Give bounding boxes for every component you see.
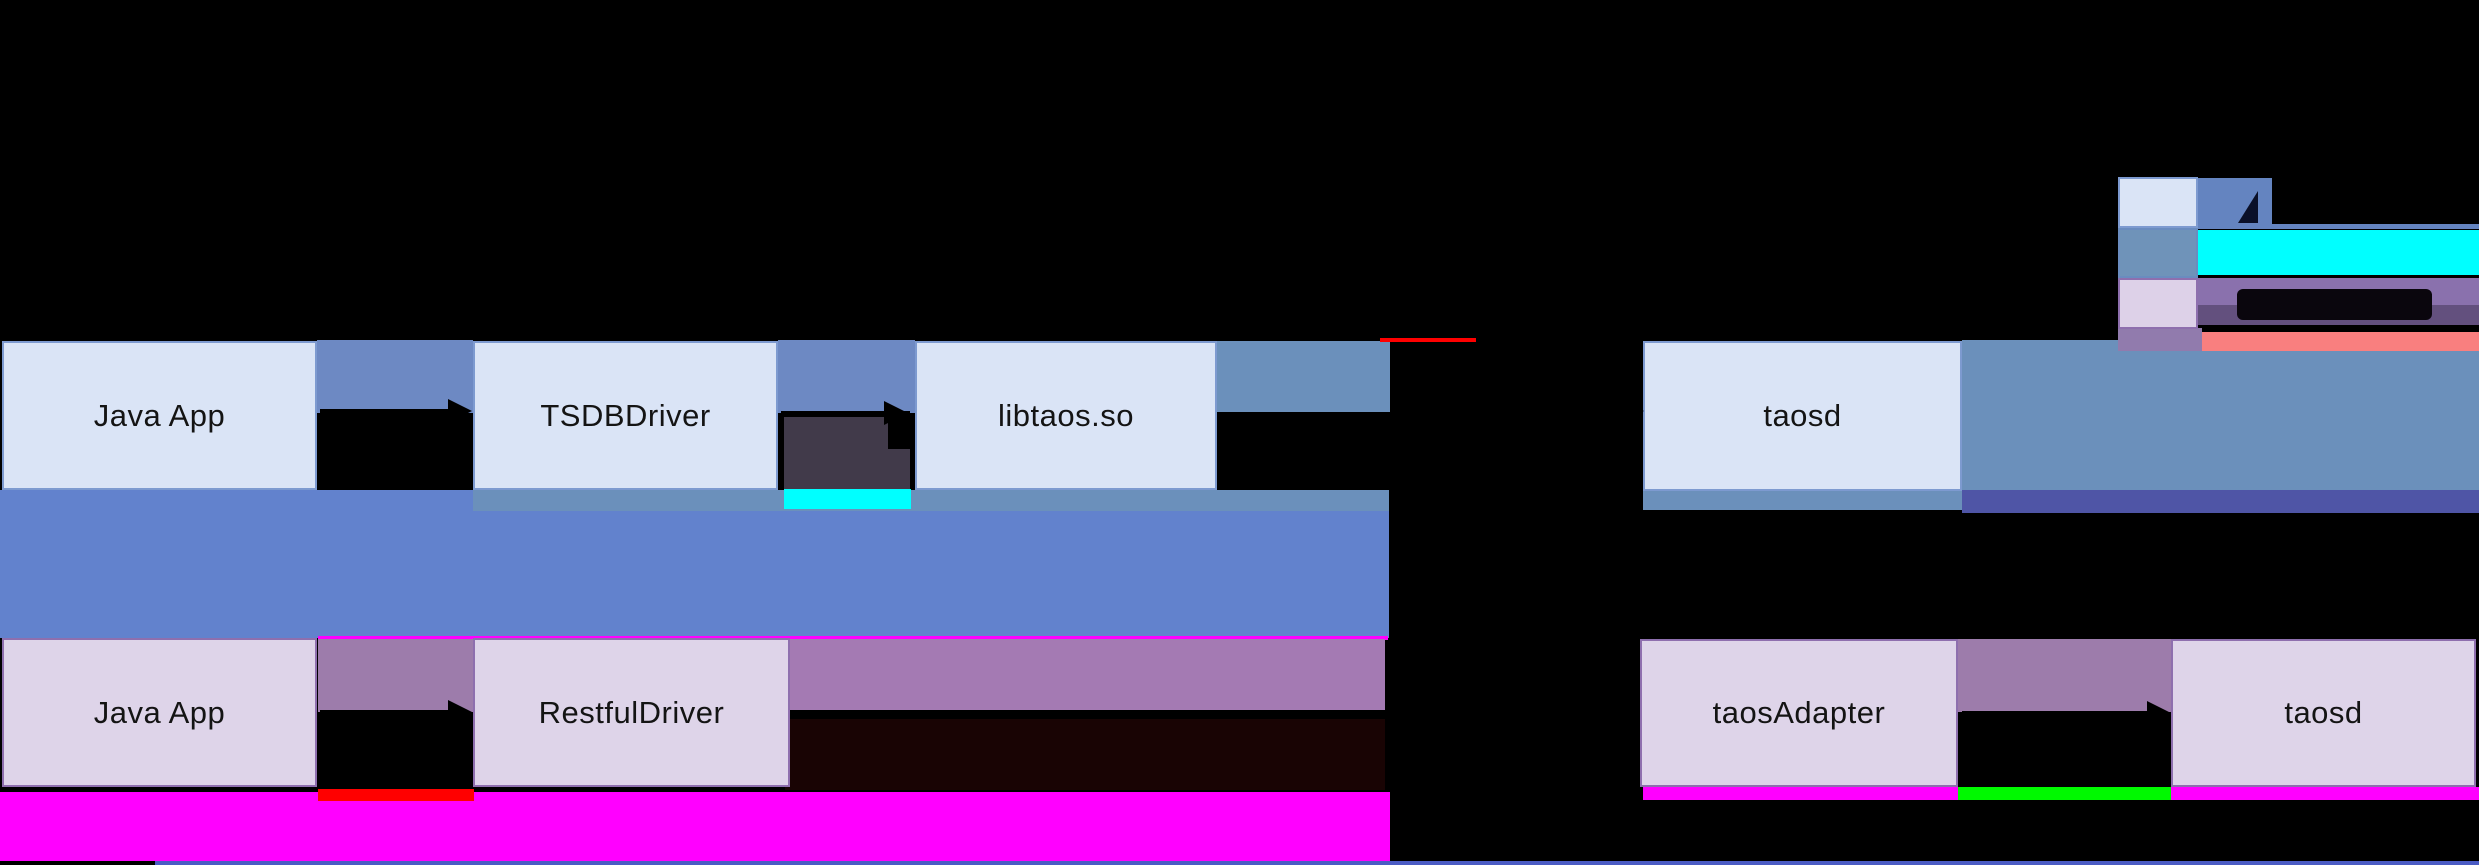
steel-blue-strip	[473, 490, 1389, 511]
magenta-strip-under-taosd-rest	[2171, 787, 2479, 800]
cyan-highlight-strip	[784, 489, 911, 509]
purple-wide-highlight-band	[790, 639, 1385, 710]
red-line-segment	[1380, 338, 1476, 342]
legend-cyan-highlight-band	[2198, 230, 2479, 275]
magenta-strip-under-taosadapter	[1643, 787, 1958, 800]
green-underline-strip	[1958, 787, 2171, 800]
arrow-shaft-app-to-restfuldriver	[320, 710, 452, 715]
blue-connector-band-app-driver	[317, 340, 473, 413]
steel-band-right-of-libtaos	[1217, 341, 1390, 412]
legend-salmon-highlight-band	[2202, 332, 2479, 351]
indigo-highlight-band	[1962, 490, 2479, 513]
arrow-head-icon	[448, 700, 472, 724]
arrow-head-icon	[1620, 399, 1644, 423]
node-java-app-rest: Java App	[2, 638, 317, 787]
royal-blue-highlight-band	[0, 490, 1389, 638]
black-text-blob	[888, 411, 910, 449]
legend-blue-highlight-band	[2198, 178, 2272, 228]
arrow-head-icon	[448, 399, 472, 423]
node-taosd-rest: taosd	[2171, 639, 2476, 787]
legend-swatch-light-blue-node	[2118, 177, 2198, 228]
red-underline-strip	[318, 789, 474, 801]
node-java-app-jni: Java App	[2, 341, 317, 490]
node-taosd-jni: taosd	[1643, 341, 1962, 491]
magenta-top-line	[318, 636, 1388, 640]
magenta-highlight-band	[0, 792, 1390, 861]
legend-blue-thin-line	[2198, 224, 2479, 229]
steel-band-right-of-taosd	[1962, 340, 2479, 490]
arrow-shaft-tsdbdriver-to-libtaos	[781, 411, 886, 416]
blue-bottom-line	[155, 861, 2479, 865]
purple-connector-band-app-restful	[318, 639, 473, 712]
node-restfuldriver: RestfulDriver	[473, 638, 790, 787]
arrow-head-icon	[2147, 701, 2171, 725]
legend-purple-stub	[2118, 328, 2202, 351]
arrow-shaft-libtaos-to-taosd	[1390, 409, 1624, 414]
dark-maroon-text-region	[785, 716, 1385, 790]
purple-connector-band-adapter-taosd	[1958, 639, 2171, 712]
legend-swatch-lavender-node	[2118, 278, 2198, 329]
arrow-head-icon	[1616, 702, 1640, 726]
arrow-shaft-taosadapter-to-taosd	[1962, 711, 2157, 716]
hidden-text-fragment	[2237, 289, 2432, 320]
node-tsdbdriver: TSDBDriver	[473, 341, 778, 490]
legend-swatch-steel-blue	[2118, 228, 2198, 278]
blue-connector-band-driver-lib	[778, 340, 915, 413]
node-taosadapter: taosAdapter	[1640, 639, 1958, 787]
steel-strip-under-taosd	[1643, 490, 1962, 510]
arrow-shaft-restfuldriver-to-taosadapter	[790, 714, 1635, 719]
arrow-shaft-app-to-tsdbdriver	[320, 409, 452, 414]
node-libtaos-so: libtaos.so	[915, 341, 1217, 490]
